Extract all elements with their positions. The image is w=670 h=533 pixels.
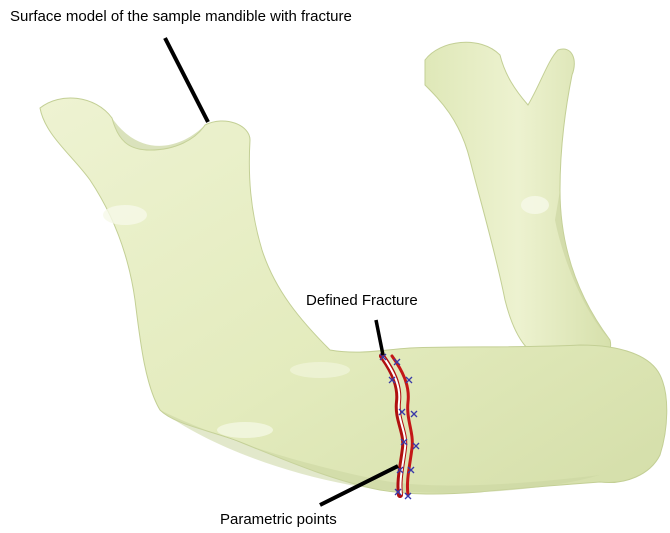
highlight-body-2: [521, 196, 549, 214]
highlight-body-3: [290, 362, 350, 378]
right-ramus: [425, 42, 611, 365]
fracture-label: Defined Fracture: [306, 292, 418, 309]
highlight-body-1: [217, 422, 273, 438]
title-leader-line: [165, 38, 208, 122]
fracture-leader-line: [376, 320, 383, 355]
parametric-points-label: Parametric points: [220, 511, 337, 528]
figure-title: Surface model of the sample mandible wit…: [10, 8, 352, 25]
highlight-ramus: [103, 205, 147, 225]
